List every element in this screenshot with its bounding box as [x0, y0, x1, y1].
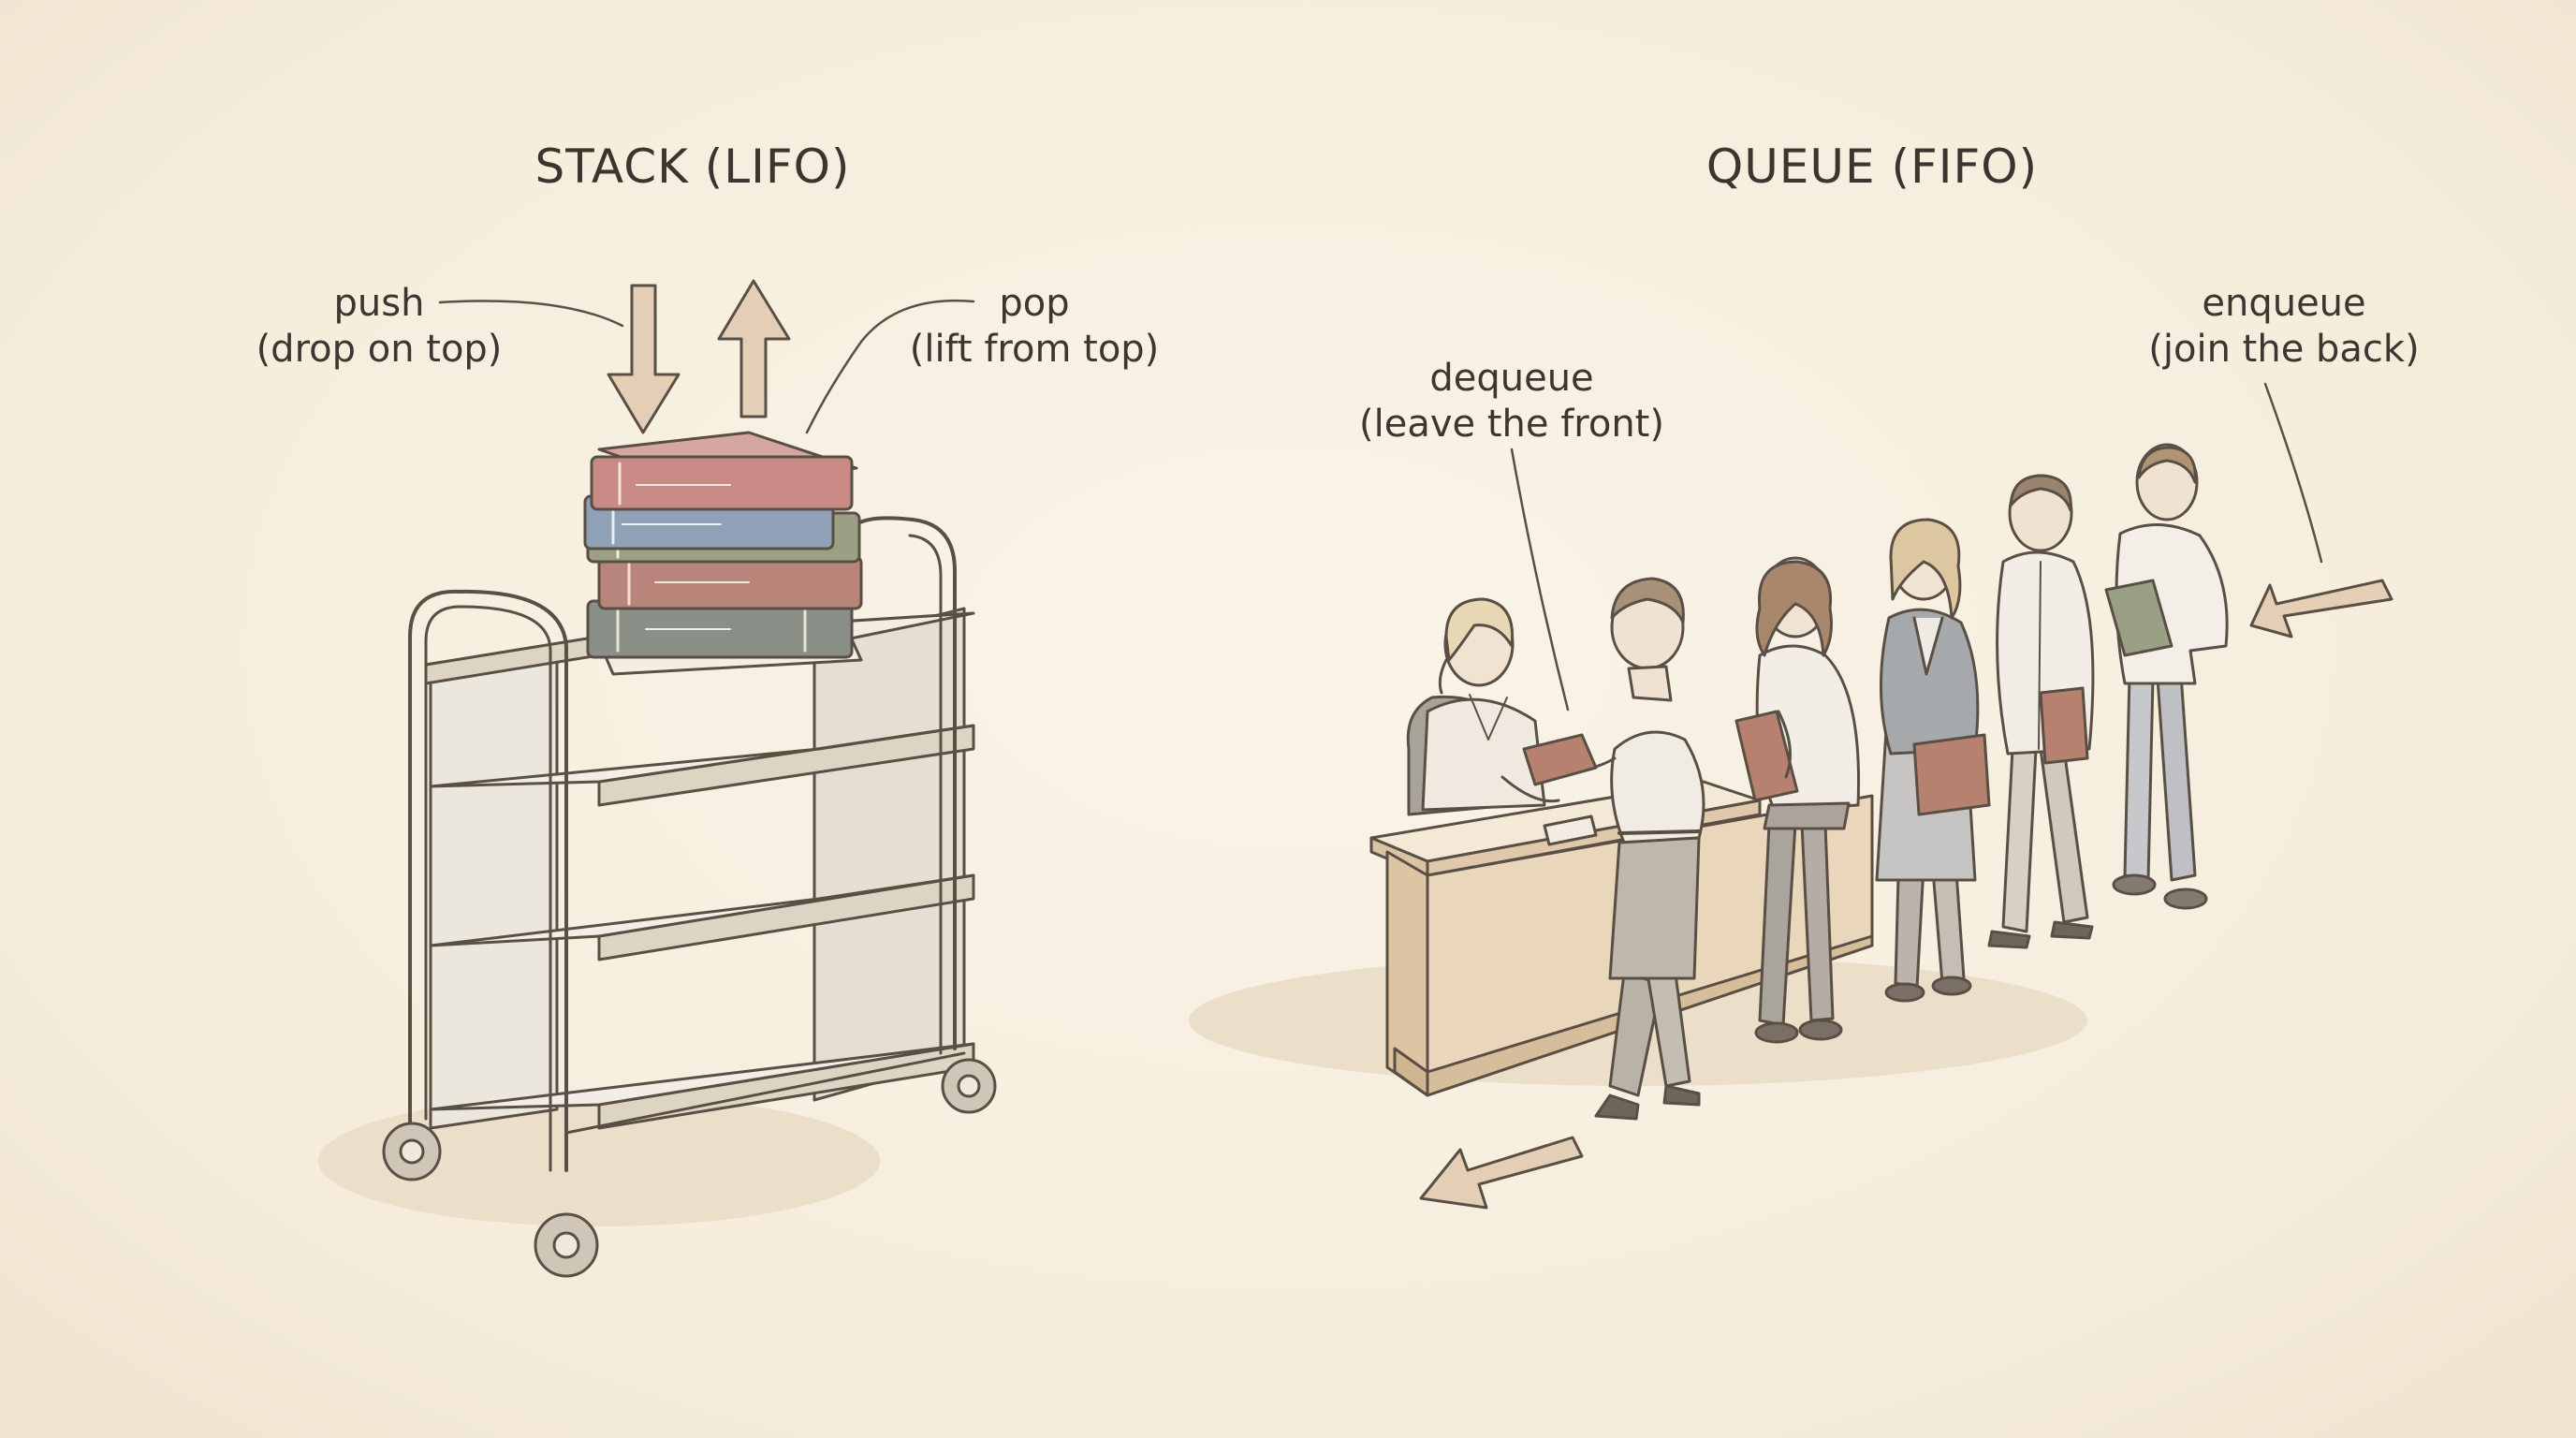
pop-arrow: [717, 279, 791, 418]
book-stack: [583, 431, 863, 676]
pop-leader: [805, 299, 975, 434]
push-label: push (drop on top): [253, 281, 505, 373]
stack-title: STACK (LIFO): [534, 139, 851, 194]
person-4: [1987, 474, 2095, 949]
push-name: push: [333, 282, 425, 325]
enqueue-name: enqueue: [2202, 282, 2366, 325]
clerk: [1406, 597, 1560, 816]
enqueue-desc: (join the back): [2148, 327, 2420, 371]
book: [597, 555, 863, 610]
pop-label: pop (lift from top): [899, 281, 1170, 373]
pop-name: pop: [999, 282, 1070, 325]
push-arrow: [607, 284, 681, 434]
person-2: [1734, 556, 1861, 1044]
dequeue-label: dequeue (leave the front): [1357, 356, 1666, 448]
enqueue-arrow: [2249, 579, 2393, 638]
book-cart: [382, 516, 997, 1278]
person-back-of-line: [2104, 443, 2229, 910]
dequeue-leader: [1510, 448, 1570, 712]
dequeue-name: dequeue: [1429, 357, 1594, 400]
push-desc: (drop on top): [256, 327, 503, 371]
person-at-front: [1522, 577, 1705, 1121]
enqueue-leader: [2263, 382, 2323, 564]
enqueue-label: enqueue (join the back): [2144, 281, 2424, 373]
pop-desc: (lift from top): [909, 327, 1160, 371]
queue-title: QUEUE (FIFO): [1705, 139, 2039, 194]
person-3: [1875, 518, 1991, 1003]
book: [586, 599, 863, 676]
dequeue-arrow: [1419, 1136, 1584, 1210]
dequeue-desc: (leave the front): [1359, 402, 1664, 446]
cart-wheel: [382, 1058, 997, 1278]
push-leader: [438, 300, 624, 328]
book: [590, 431, 858, 511]
cart-shadow: [318, 1095, 880, 1226]
